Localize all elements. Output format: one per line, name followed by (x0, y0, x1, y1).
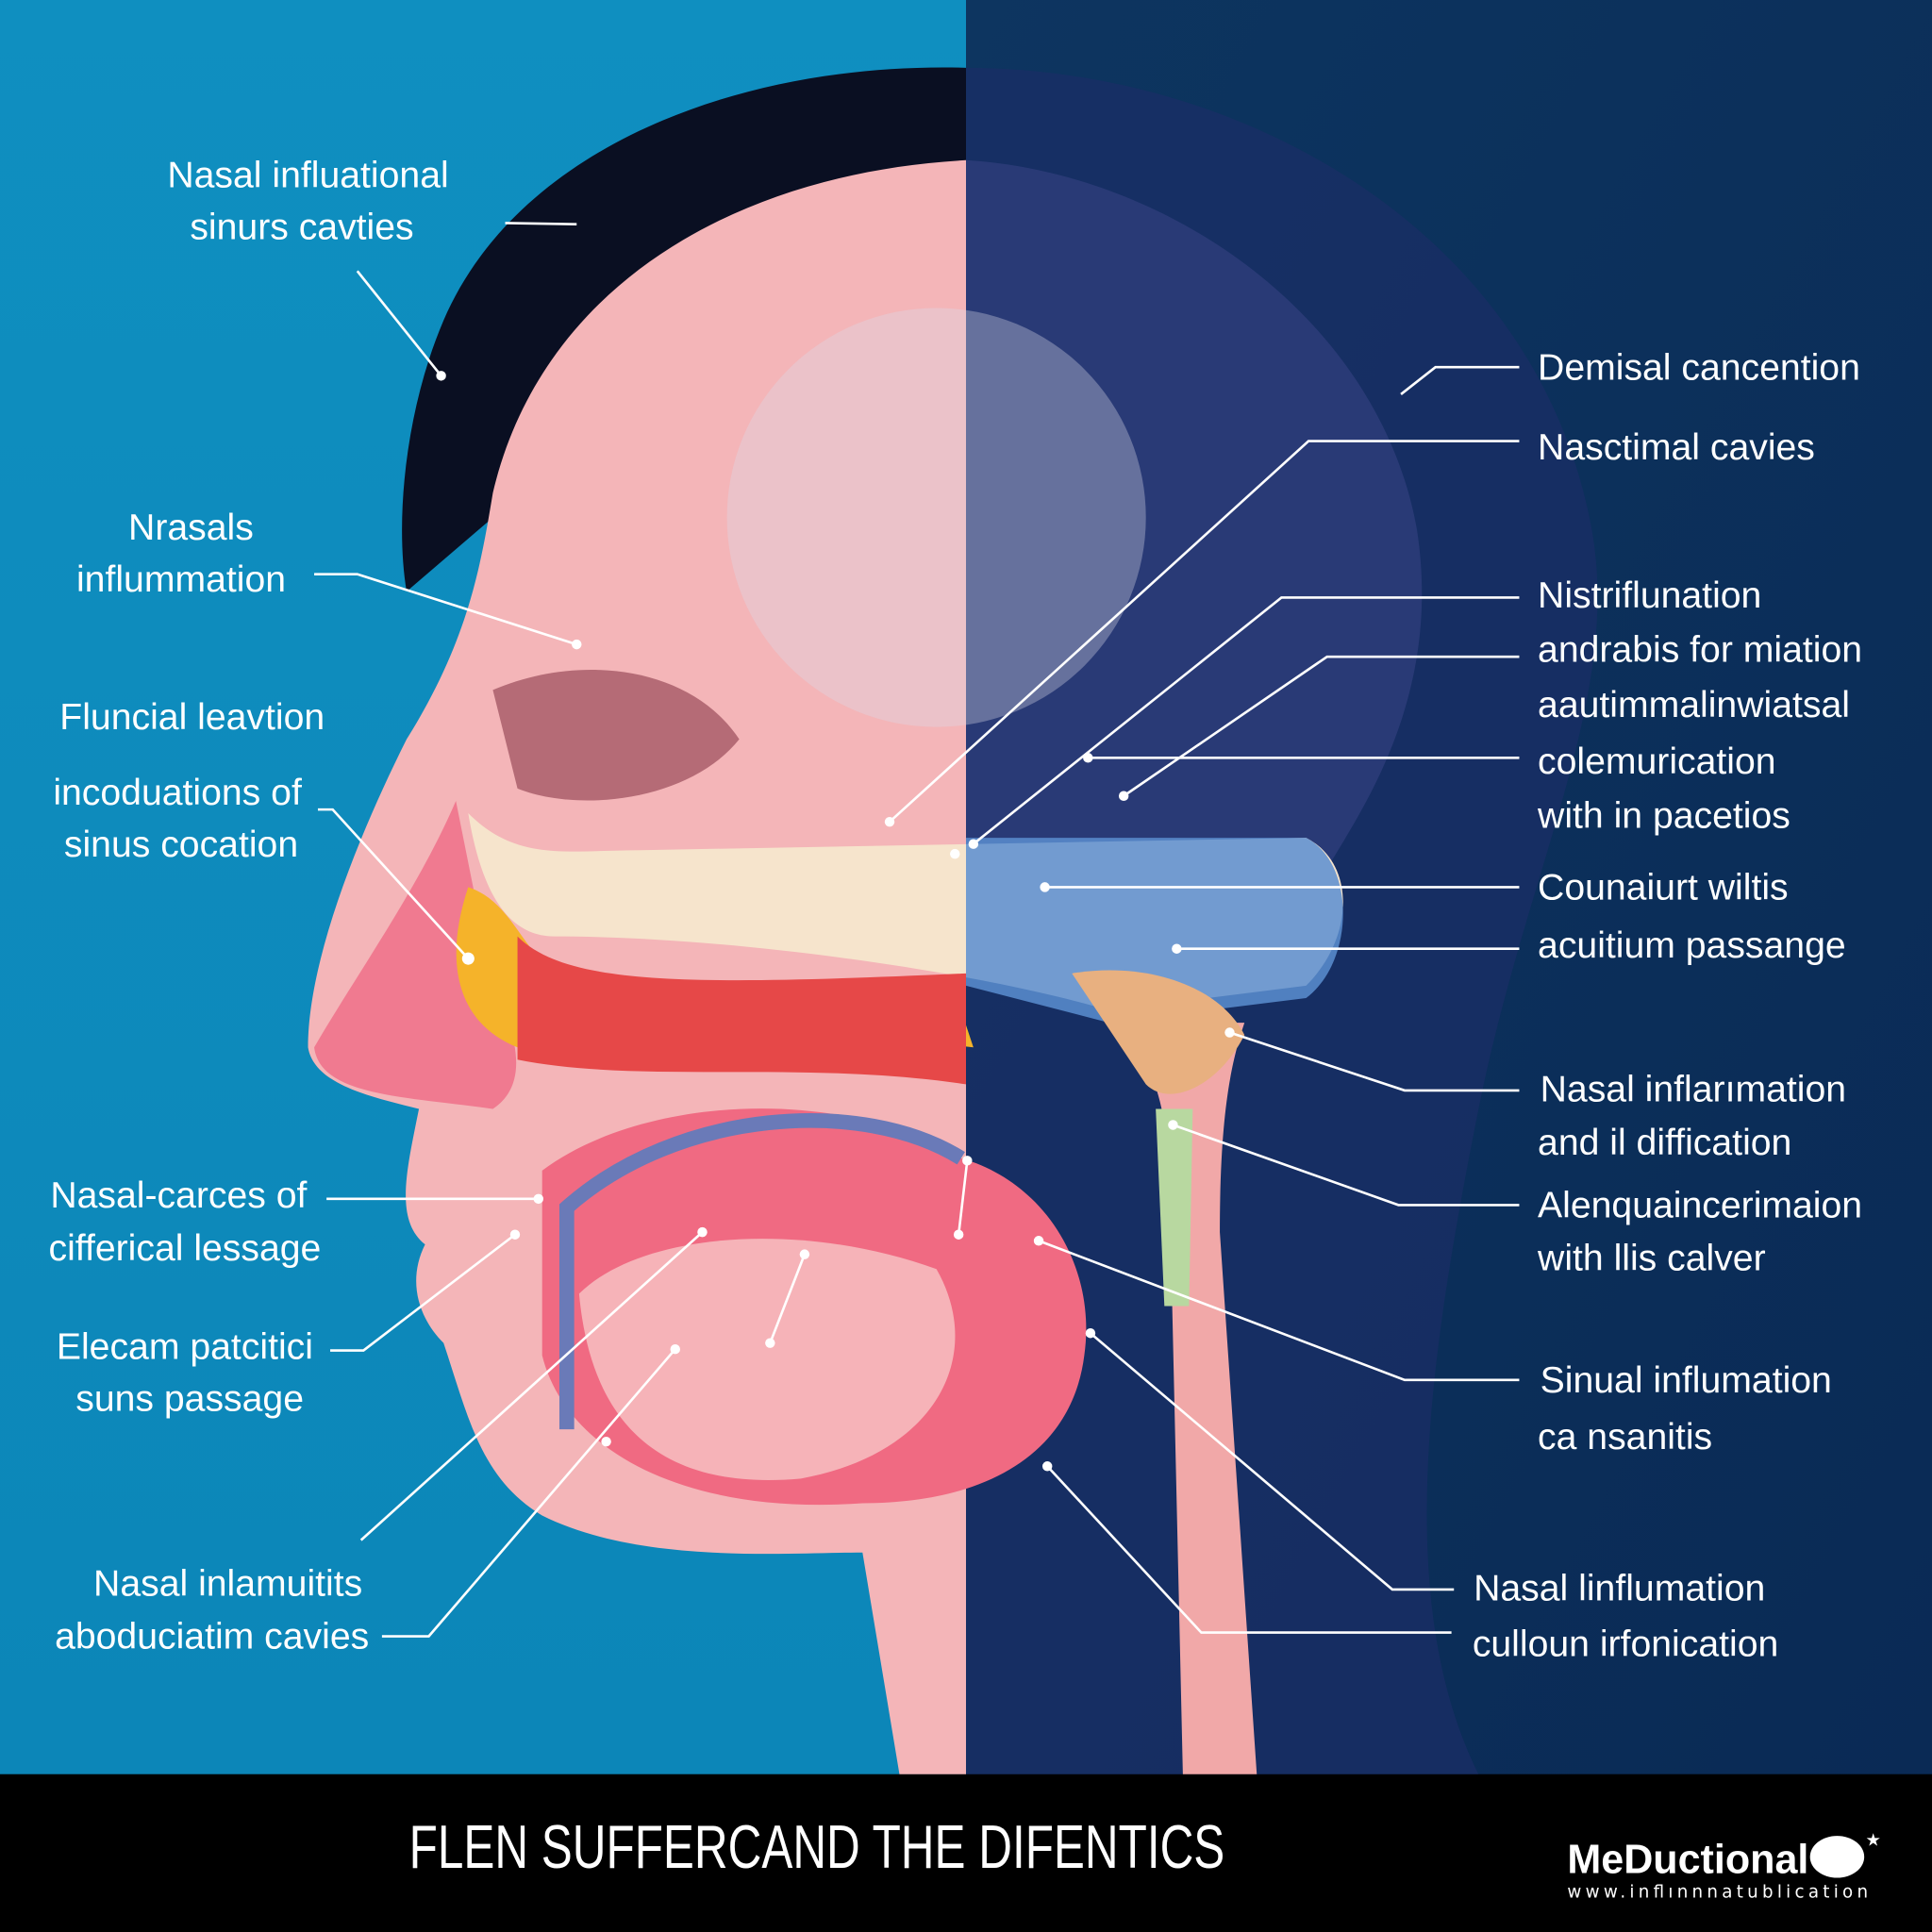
label-right-7-line-1: Alenquaincerimaion (1538, 1185, 1862, 1225)
label-right-9-line-2: culloun irfonication (1473, 1624, 1778, 1664)
label-left-7-line-2: aboduciatim cavies (55, 1617, 369, 1657)
label-right-3-line-4: colemurication (1538, 741, 1776, 782)
label-right-9-line-1: Nasal linflumation (1474, 1569, 1765, 1609)
label-right-3-line-2: andrabis for miation (1538, 629, 1862, 670)
star-icon: ★ (1865, 1831, 1880, 1851)
label-right-6-line-2: and il diffication (1538, 1123, 1791, 1163)
label-left-2-line-2: inflummation (76, 559, 286, 600)
label-left-1-line-1: Nasal influational (167, 156, 448, 196)
epiglottis (1072, 970, 1245, 1094)
label-right-8-line-2: ca nsanitis (1538, 1417, 1712, 1457)
brain-shape (726, 308, 1146, 727)
leader-lines (314, 222, 1520, 1638)
hair (402, 67, 966, 591)
label-left-1-line-2: sinurs cavties (190, 207, 413, 247)
head-right-overlay (966, 159, 1423, 863)
nose (314, 800, 517, 1109)
label-left-5-line-1: Nasal-carces of (50, 1175, 307, 1216)
label-right-4: Counaiurt wiltis (1538, 867, 1789, 908)
label-left-5-line-2: cifferical lessage (48, 1228, 321, 1269)
leader-dots (436, 371, 1235, 1472)
label-left-6-line-1: Elecam patcitici (57, 1327, 313, 1368)
sinus-band-blue (966, 838, 1343, 1024)
label-left-4-line-1: incoduations of (53, 773, 302, 813)
footer-bar (0, 1774, 1932, 1932)
label-left-7-line-1: Nasal inlamuitits (93, 1563, 362, 1604)
label-left-4-line-2: sinus cocation (64, 824, 298, 865)
tongue (578, 1239, 956, 1480)
label-right-1: Demisal cancention (1538, 347, 1860, 388)
label-right-2: Nasctimal cavies (1538, 427, 1815, 468)
logo-badge-icon (1809, 1836, 1865, 1878)
label-left-3: Fluncial leavtion (59, 697, 325, 738)
label-right-6-line-1: Nasal inflarımation (1541, 1070, 1846, 1110)
label-right-3-line-1: Nistriflunation (1538, 575, 1761, 616)
logo: MeDuctional ★ www.inflınnnatublication (1567, 1831, 1880, 1903)
logo-url: www.inflınnnatublication (1567, 1882, 1868, 1902)
label-right-8-line-1: Sinual influmation (1541, 1360, 1832, 1401)
footer-title: FLEN SUFFERCAND THE DIFENTICS (409, 1812, 1225, 1881)
label-right-7-line-2: with llis calver (1537, 1239, 1766, 1279)
airway (1108, 1023, 1257, 1774)
nasal-cavity-red (517, 936, 966, 1085)
label-right-3-line-5: with in pacetios (1537, 796, 1790, 837)
palate-line (558, 1113, 965, 1430)
label-right-5: acuitium passange (1538, 925, 1846, 966)
label-left-2-line-1: Nrasals (128, 508, 254, 548)
left-labels: Nasal influational sinurs cavties Nrasal… (48, 156, 448, 1657)
label-left-6-line-2: suns passage (75, 1379, 304, 1420)
right-labels: Demisal cancention Nasctimal cavies Nist… (1473, 347, 1862, 1664)
eye (492, 670, 740, 801)
larynx (1156, 1108, 1193, 1307)
label-right-3-line-3: aautimmalinwiatsal (1538, 685, 1850, 725)
logo-name: MeDuctional (1567, 1837, 1808, 1882)
